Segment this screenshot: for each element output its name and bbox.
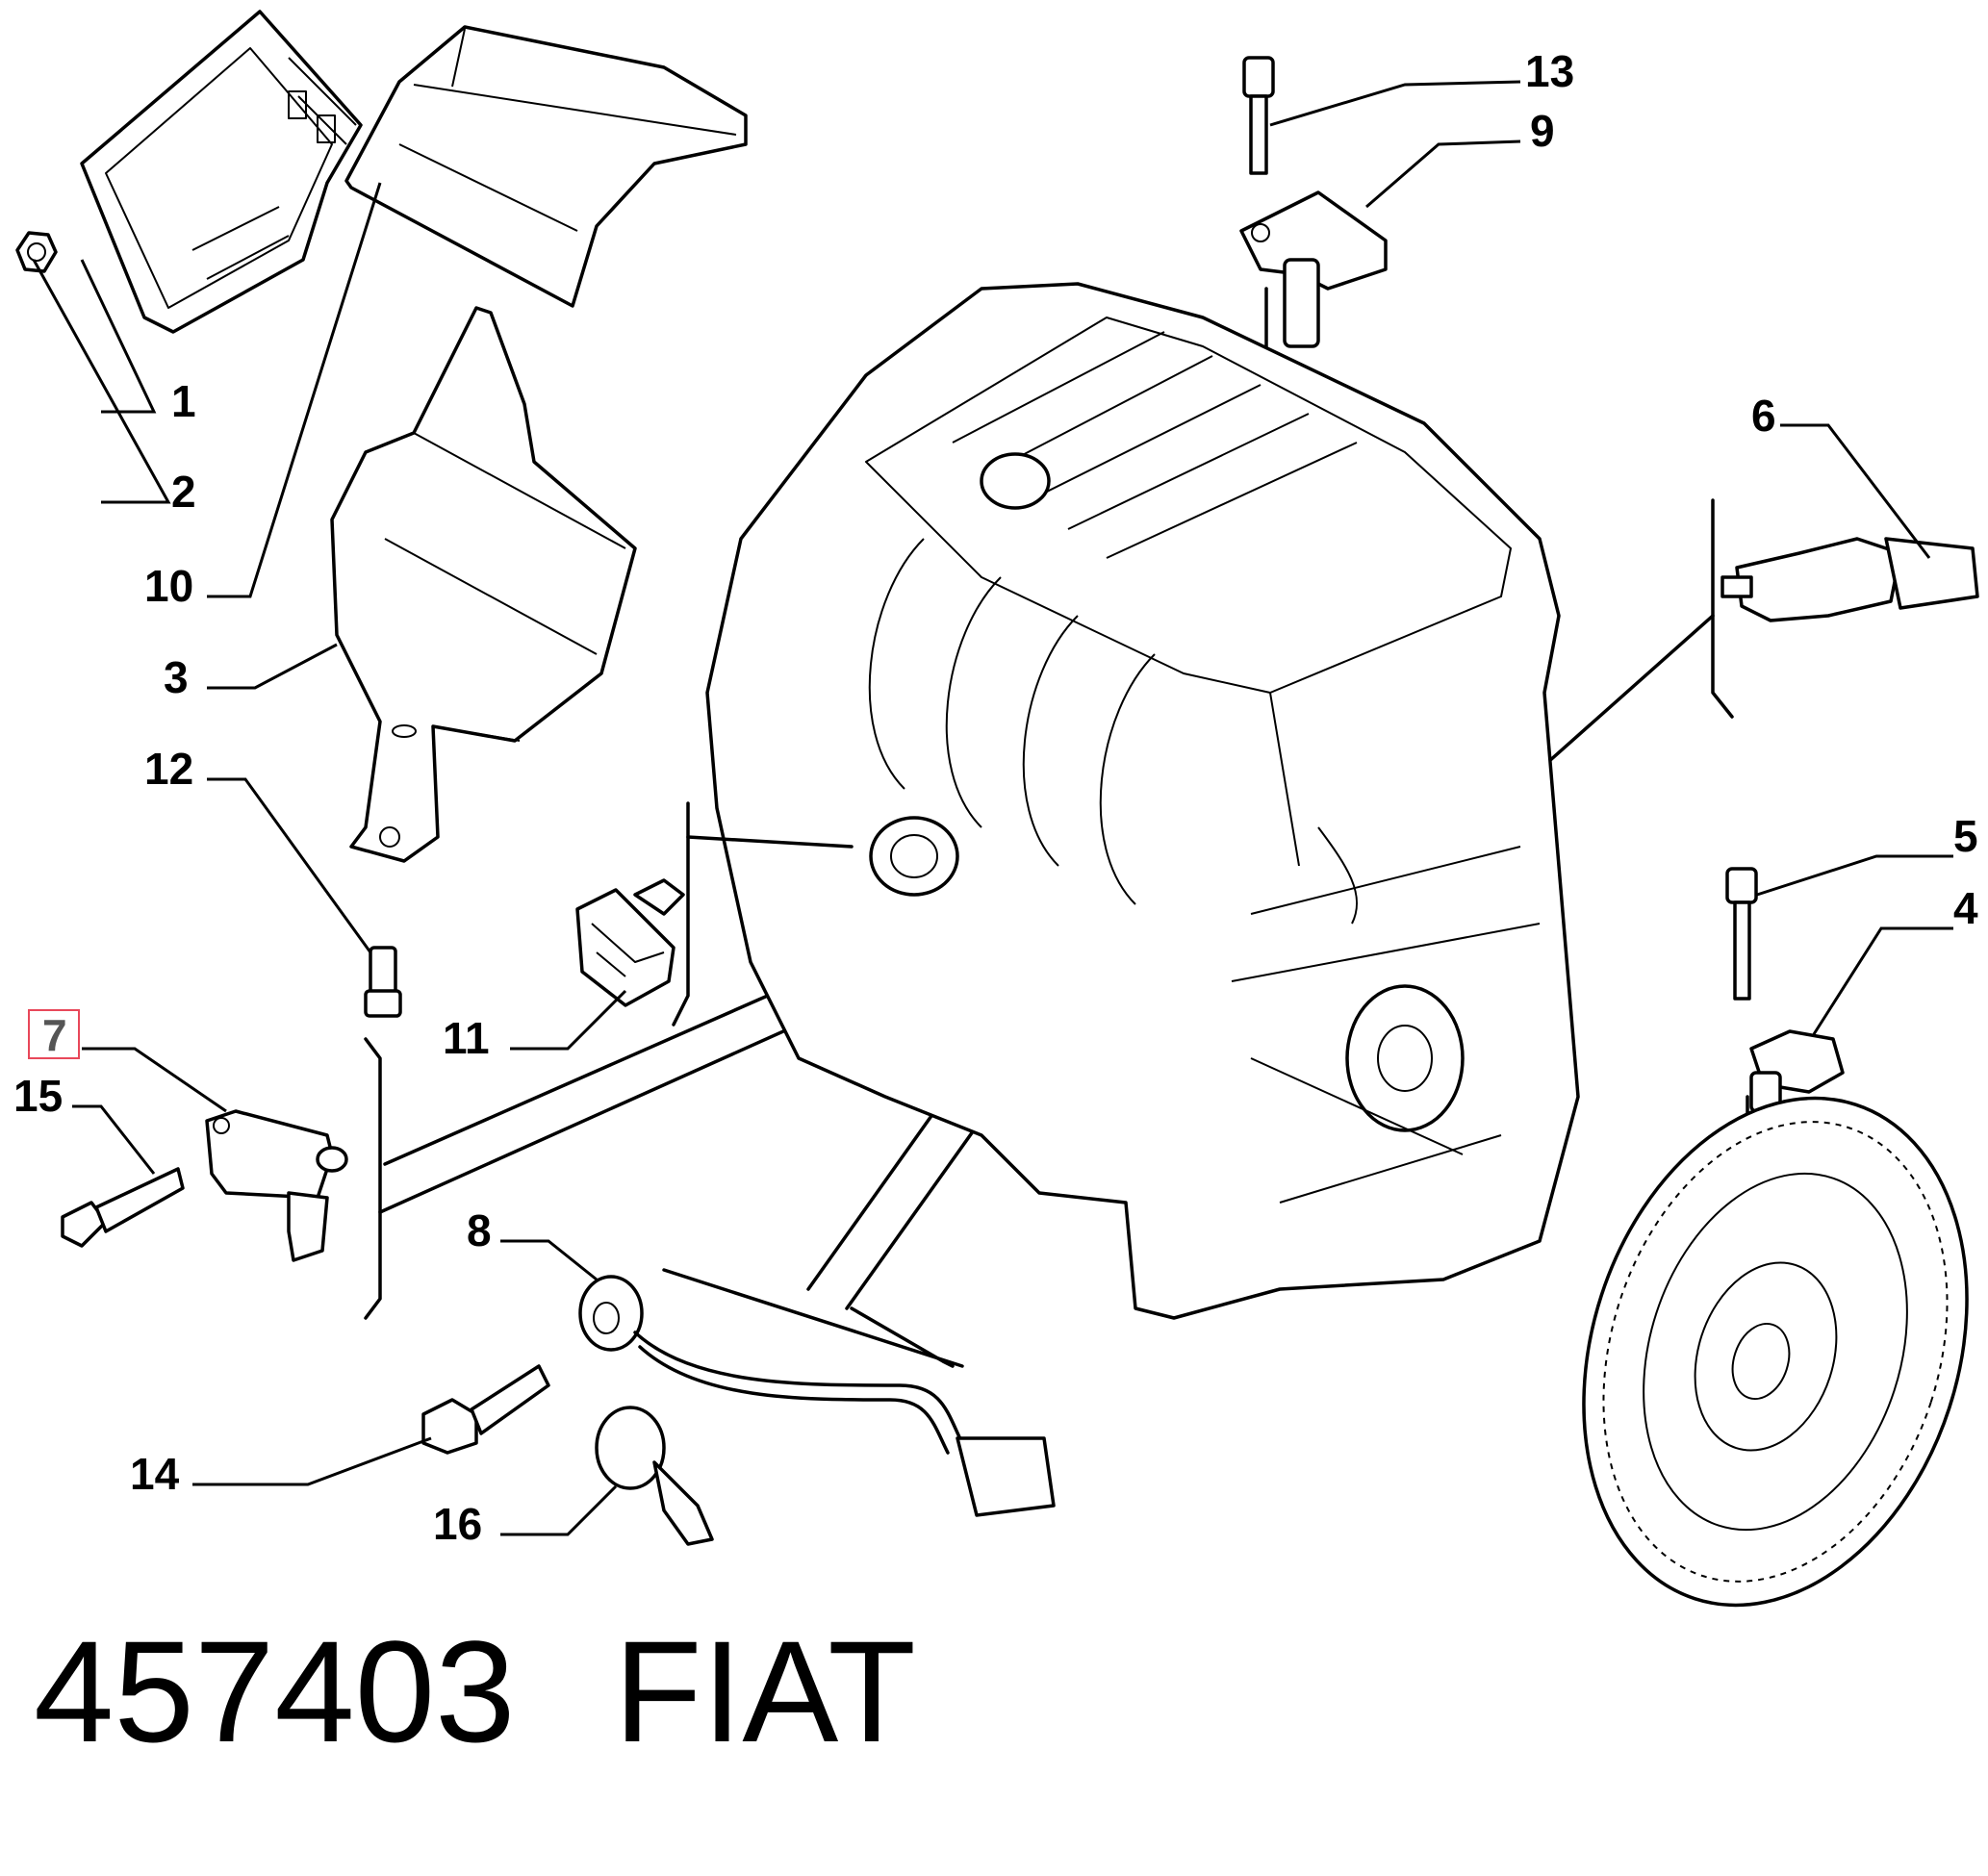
callout-3: 3 xyxy=(164,652,189,702)
callout-6: 6 xyxy=(1751,391,1776,441)
nut xyxy=(15,231,58,273)
manifold-pressure-sensor xyxy=(205,1109,348,1262)
throttle-position-sensor xyxy=(575,878,685,1007)
callout-16: 16 xyxy=(433,1499,482,1549)
heat-shield xyxy=(344,25,748,308)
part-number: 457403 xyxy=(34,1610,516,1772)
coolant-temperature-sensor xyxy=(1720,537,1979,622)
callout-labels: 1 2 10 3 12 11 13 9 6 5 4 7 15 8 14 16 xyxy=(13,46,1978,1549)
callout-13: 13 xyxy=(1525,46,1574,96)
temp-sensor-guide xyxy=(1538,614,1715,772)
throttle-guide xyxy=(686,835,854,849)
flywheel xyxy=(1582,1096,1969,1608)
callout-7: 7 xyxy=(42,1010,67,1060)
callout-15: 15 xyxy=(13,1071,63,1121)
ecu-control-unit xyxy=(80,10,363,334)
callout-10: 10 xyxy=(144,561,193,611)
cam-sensor-bolt xyxy=(1242,56,1275,175)
knock-sensor-guide xyxy=(662,1268,964,1368)
brand-name: FIAT xyxy=(614,1610,916,1772)
callout-7-highlight xyxy=(28,1009,80,1059)
callout-5: 5 xyxy=(1953,811,1978,861)
ecu-bracket xyxy=(330,306,637,863)
leader-lines xyxy=(32,80,1953,1536)
map-sensor-axis xyxy=(364,1037,382,1320)
knock-sensor-alt xyxy=(595,1406,714,1546)
callout-4: 4 xyxy=(1953,883,1978,933)
crankshaft-sensor xyxy=(1749,1029,1845,1113)
engine-block xyxy=(705,282,1580,1320)
sensor-screw xyxy=(61,1167,185,1248)
callout-2: 2 xyxy=(171,467,196,517)
bracket-bolt xyxy=(364,946,402,1018)
callout-8: 8 xyxy=(467,1205,492,1255)
knock-sensor xyxy=(578,1275,1056,1517)
callout-12: 12 xyxy=(144,744,193,794)
throttle-axis xyxy=(672,801,690,1027)
temp-sensor-axis xyxy=(1711,498,1734,719)
crank-sensor-bolt xyxy=(1725,867,1758,1001)
callout-9: 9 xyxy=(1530,106,1555,156)
callout-1: 1 xyxy=(171,376,196,426)
camshaft-sensor xyxy=(1239,190,1388,348)
callout-14: 14 xyxy=(130,1449,180,1499)
knock-sensor-bolt xyxy=(421,1364,550,1455)
callout-11: 11 xyxy=(443,1013,490,1063)
